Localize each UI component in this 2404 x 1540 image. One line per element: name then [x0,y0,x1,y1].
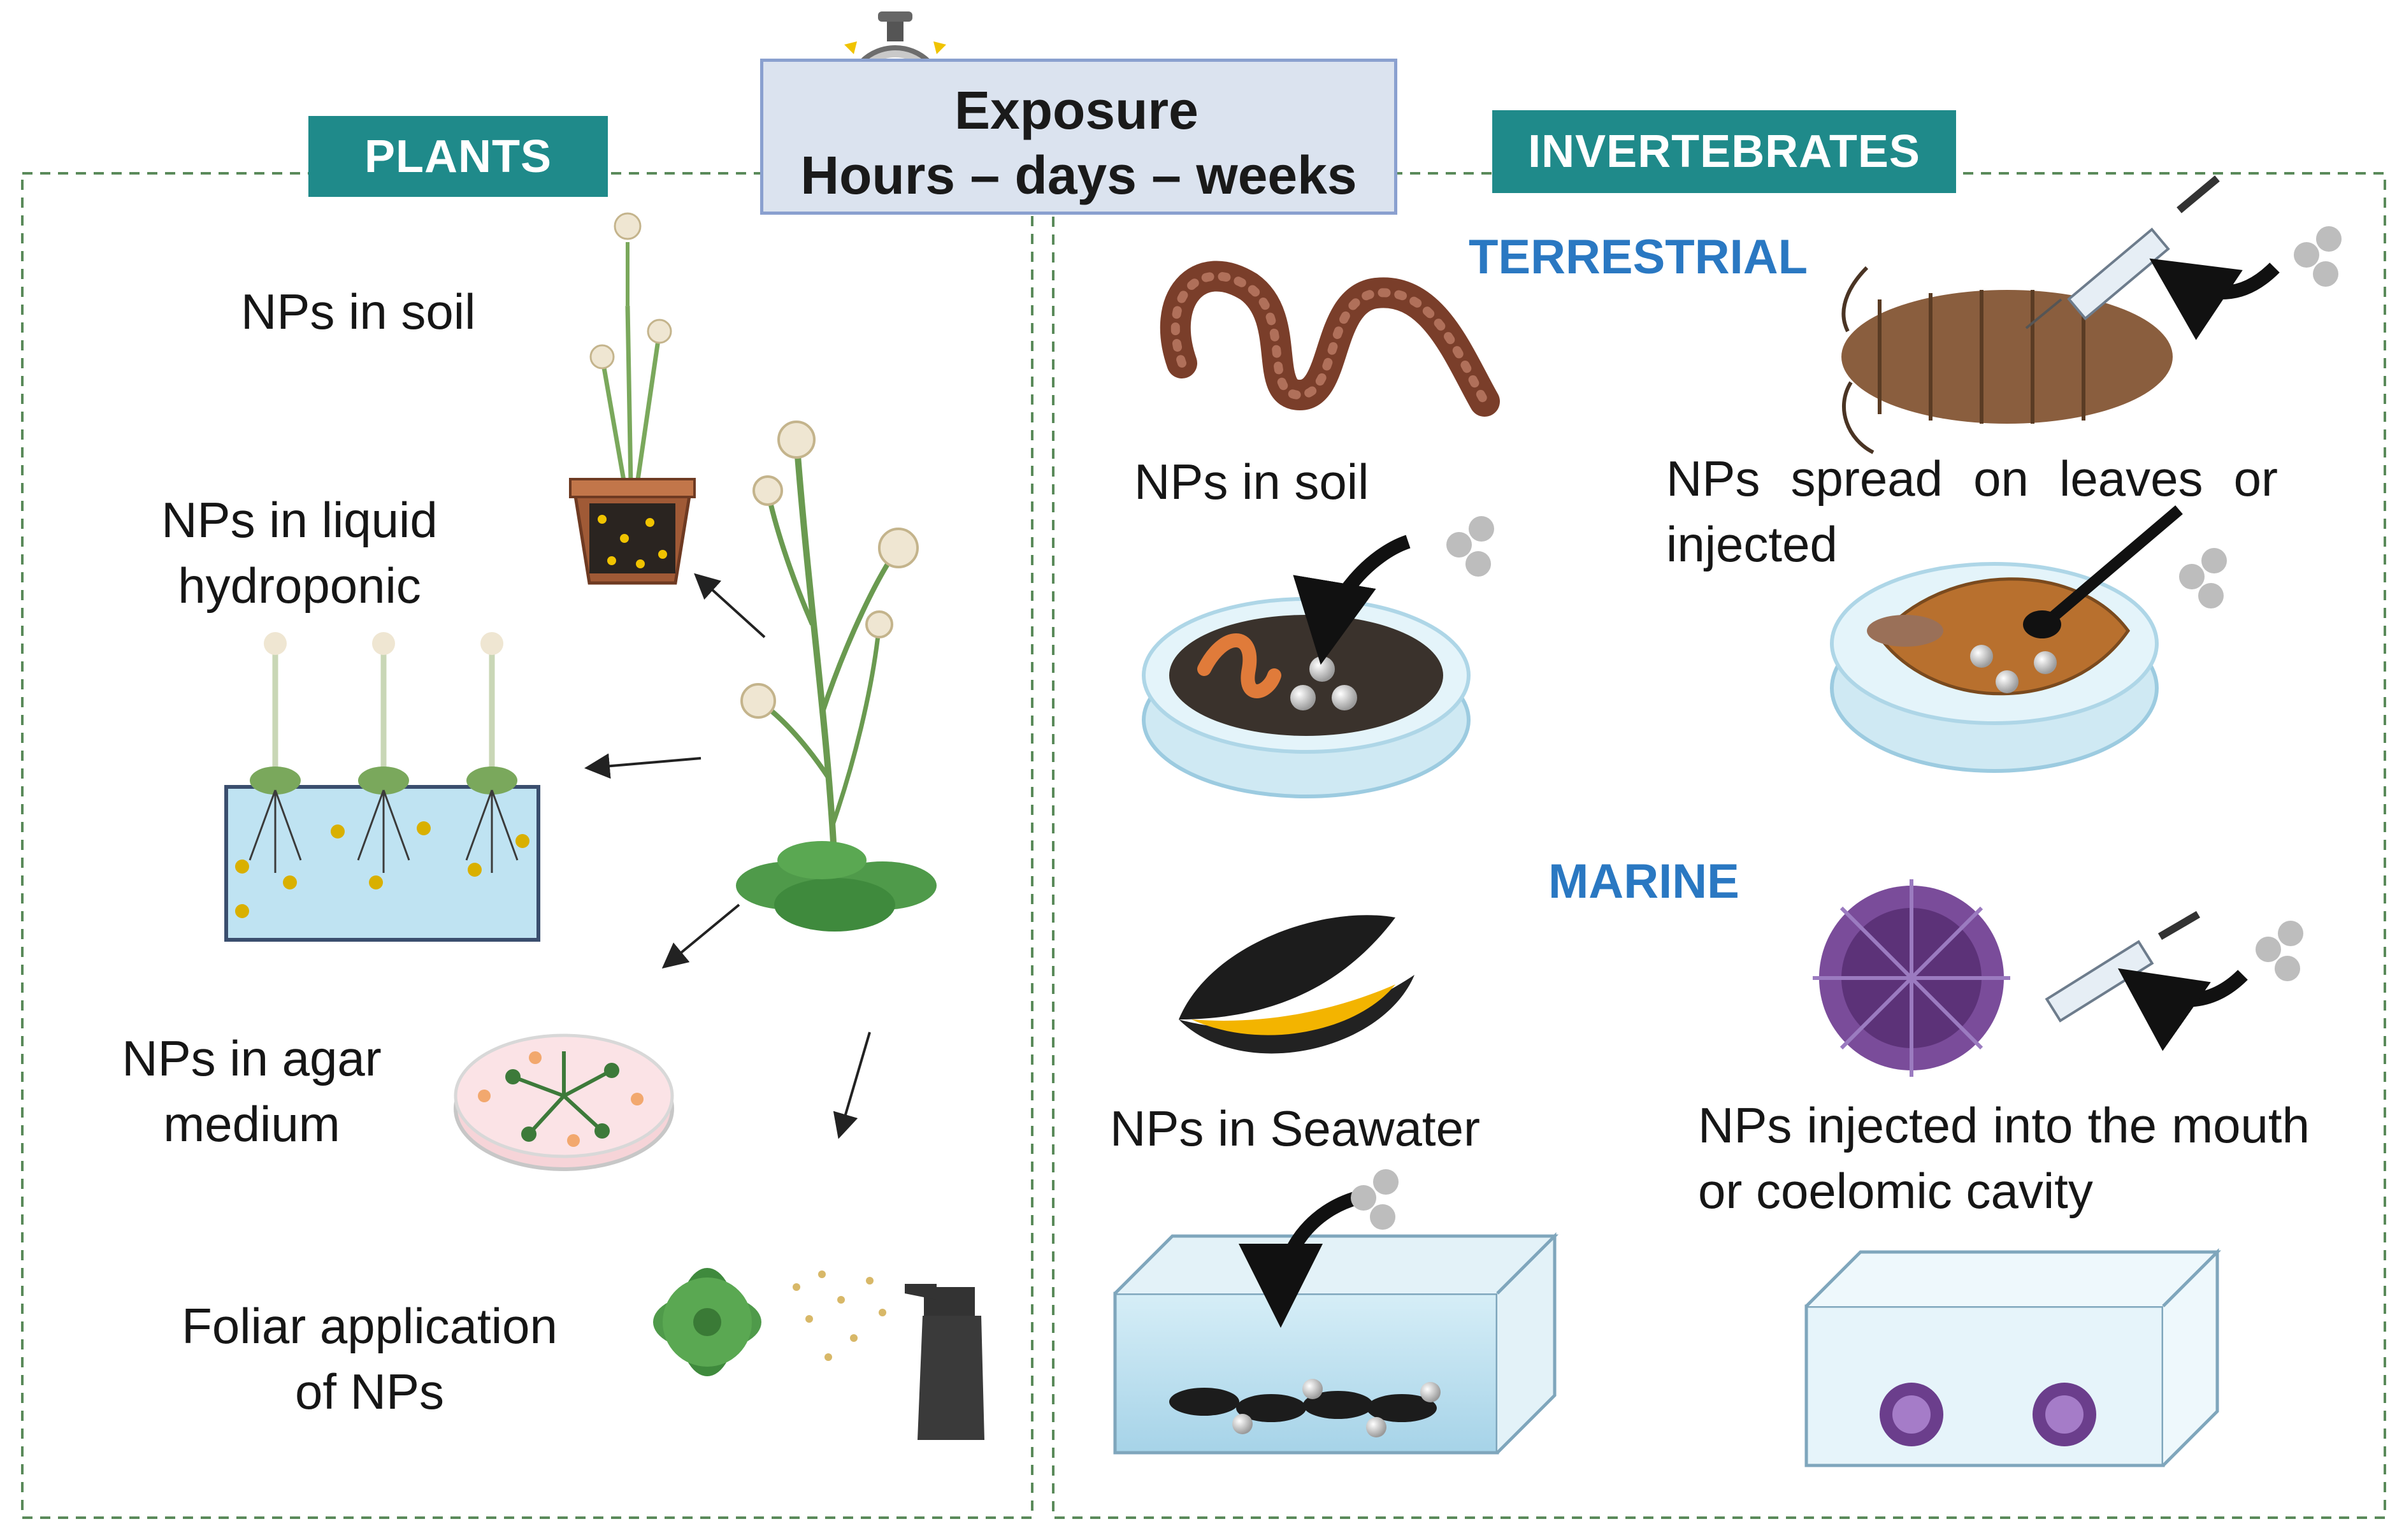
hydroponic-tank-icon [224,632,540,942]
earthworm-icon [1160,261,1500,417]
mussel-icon [1179,915,1414,1054]
invertebrates-tag: INVERTEBRATES [1492,110,1956,193]
leaf-petri-dish-icon [1830,505,2227,773]
invertebrate-label-leaves: NPs spread on leaves or injected [1666,450,2278,572]
agar-petri-dish-icon [454,1033,674,1171]
mussel-aquarium-icon [1113,1169,1559,1455]
exposure-duration: Hours – days – weeks [800,145,1357,205]
exposure-box: Exposure Hours – days – weeks [760,59,1397,215]
plant-label-hydroponic: NPs in liquid hydroponic [161,492,438,614]
plant-label-agar: NPs in agar medium [122,1030,382,1152]
sea-urchin-icon [1813,879,2010,1077]
injection-arrow-icon [2149,226,2342,340]
woodlouse-icon [1841,266,2173,454]
urchin-aquarium-icon [1804,1248,2222,1467]
potted-plant-icon [569,212,696,585]
plant-arrows [584,573,871,1139]
syringe-icon[interactable] [2025,175,2220,329]
exposure-title: Exposure [954,80,1198,140]
plant-label-soil: NPs in soil [241,284,476,340]
plant-label-foliar: Foliar application of NPs [182,1298,558,1420]
arabidopsis-plant [736,421,937,932]
soil-petri-dish-icon [1142,516,1494,798]
invertebrate-label-seawater: NPs in Seawater [1110,1100,1480,1156]
marine-heading: MARINE [1548,854,1739,909]
plants-tag: PLANTS [308,116,608,197]
spray-bottle-icon[interactable] [905,1284,984,1440]
syringe-icon-marine[interactable] [2045,910,2303,1051]
spray-particles [793,1270,886,1361]
rosette-plant-icon [653,1268,761,1376]
invertebrate-label-coelomic: NPs injected into the mouth or coelomic … [1698,1097,2310,1219]
invertebrate-label-soil: NPs in soil [1134,454,1369,510]
terrestrial-heading: TERRESTRIAL [1469,230,1808,284]
